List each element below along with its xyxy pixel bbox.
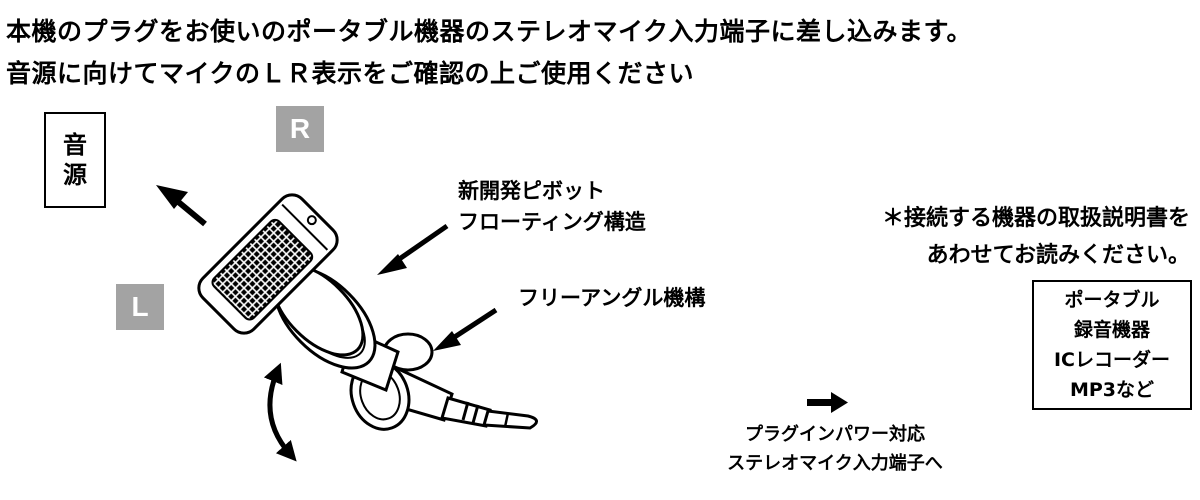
sound-source-box: 音 源 [44,112,106,208]
manual-note: ＊接続する機器の取扱説明書を あわせてお読みください。 [845,200,1190,274]
device-ic-recorder: ICレコーダー [1053,349,1170,371]
compatible-devices-box: ポータブル 録音機器 ICレコーダー MP3など [1032,280,1192,410]
right-channel-badge: R [276,106,324,152]
arrow-down-left-icon [377,223,449,275]
device-mp3: MP3など [1069,379,1155,401]
sound-source-char-1: 音 [63,131,87,159]
arrow-up-left-icon [156,185,207,227]
instruction-line-1: 本機のプラグをお使いのポータブル機器のステレオマイク入力端子に差し込みます。 [6,17,973,46]
manual-note-line-2: あわせてお読みください。 [926,243,1190,268]
device-portable: ポータブル [1064,289,1160,311]
arrow-right-icon [807,392,848,413]
pivot-callout-line-1: 新開発ピボット [458,179,605,203]
arrow-down-left-icon [433,307,498,351]
pivot-callout-line-2: フローティング構造 [458,210,646,234]
plug-in-power-note: プラグインパワー対応 ステレオマイク入力端子へ [694,420,976,478]
free-angle-callout: フリーアングル機構 [518,286,706,310]
instruction-line-2: 音源に向けてマイクのＬＲ表示をご確認の上ご使用ください [6,59,695,88]
sound-source-char-2: 源 [63,161,87,189]
left-channel-badge: L [116,284,164,330]
plug-note-line-2: ステレオマイク入力端子へ [727,453,943,474]
double-headed-curved-arrow-icon [263,362,297,462]
pivot-floating-callout: 新開発ピボット フローティング構造 [458,176,646,238]
microphone-capsule [197,193,400,393]
manual-note-line-1: ＊接続する機器の取扱説明書を [881,206,1190,231]
device-recorder: 録音機器 [1073,319,1150,341]
plug-note-line-1: プラグインパワー対応 [745,424,925,445]
